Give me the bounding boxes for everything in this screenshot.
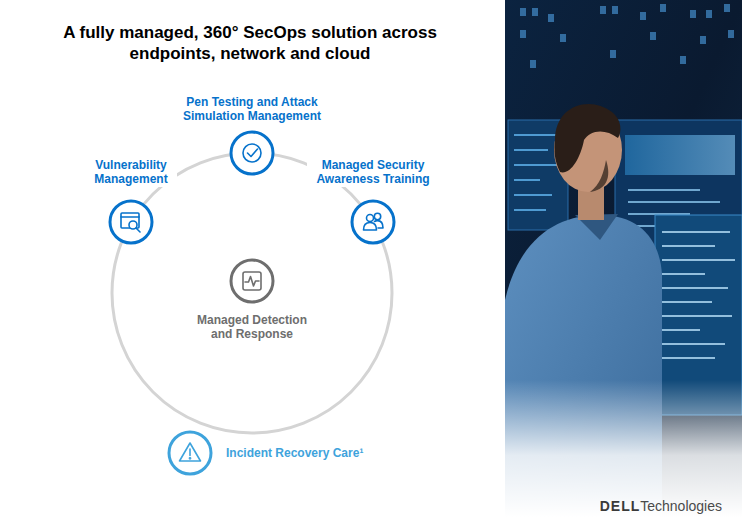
node-icon <box>229 258 275 304</box>
node-icon <box>167 430 213 476</box>
node-icon <box>229 130 275 176</box>
node-icon <box>350 199 396 245</box>
service-label: Vulnerability Management <box>85 157 177 187</box>
icon-glyph <box>364 213 384 230</box>
service-label: Managed Detection and Response <box>187 312 317 342</box>
service-label: Pen Testing and Attack Simulation Manage… <box>177 94 327 124</box>
icon-glyph <box>243 144 261 162</box>
icon-glyph <box>243 272 261 290</box>
service-label: Incident Recovery Care¹ <box>223 445 366 461</box>
label-group: Vulnerability Management <box>85 157 177 187</box>
label-group: Incident Recovery Care¹ <box>223 445 366 461</box>
service-node: Managed Detection and Response <box>187 258 317 342</box>
label-group: Managed Security Awareness Training <box>307 157 439 187</box>
diagram-title: A fully managed, 360° SecOps solution ac… <box>60 22 440 64</box>
icon-circle <box>110 201 152 243</box>
icon-circle <box>352 201 394 243</box>
service-label: Managed Security Awareness Training <box>307 157 439 187</box>
icon-glyph <box>180 443 201 461</box>
label-group: Pen Testing and Attack Simulation Manage… <box>177 94 327 124</box>
service-node: Managed Security Awareness Training <box>307 157 439 245</box>
cycle-ring <box>112 153 392 433</box>
icon-circle <box>169 432 211 474</box>
node-icon <box>108 199 154 245</box>
service-node: Pen Testing and Attack Simulation Manage… <box>177 94 327 176</box>
icon-glyph <box>121 213 140 232</box>
label-group: Managed Detection and Response <box>187 312 317 342</box>
service-node: Incident Recovery Care¹ <box>167 430 366 476</box>
brand-logo: DELLTechnologies <box>600 498 722 514</box>
service-node: Vulnerability Management <box>85 157 177 245</box>
icon-circle <box>231 260 273 302</box>
logo-text: DELL <box>600 498 641 514</box>
photo-illustration <box>505 0 742 517</box>
logo-text: Technologies <box>640 498 722 514</box>
icon-circle <box>231 132 273 174</box>
